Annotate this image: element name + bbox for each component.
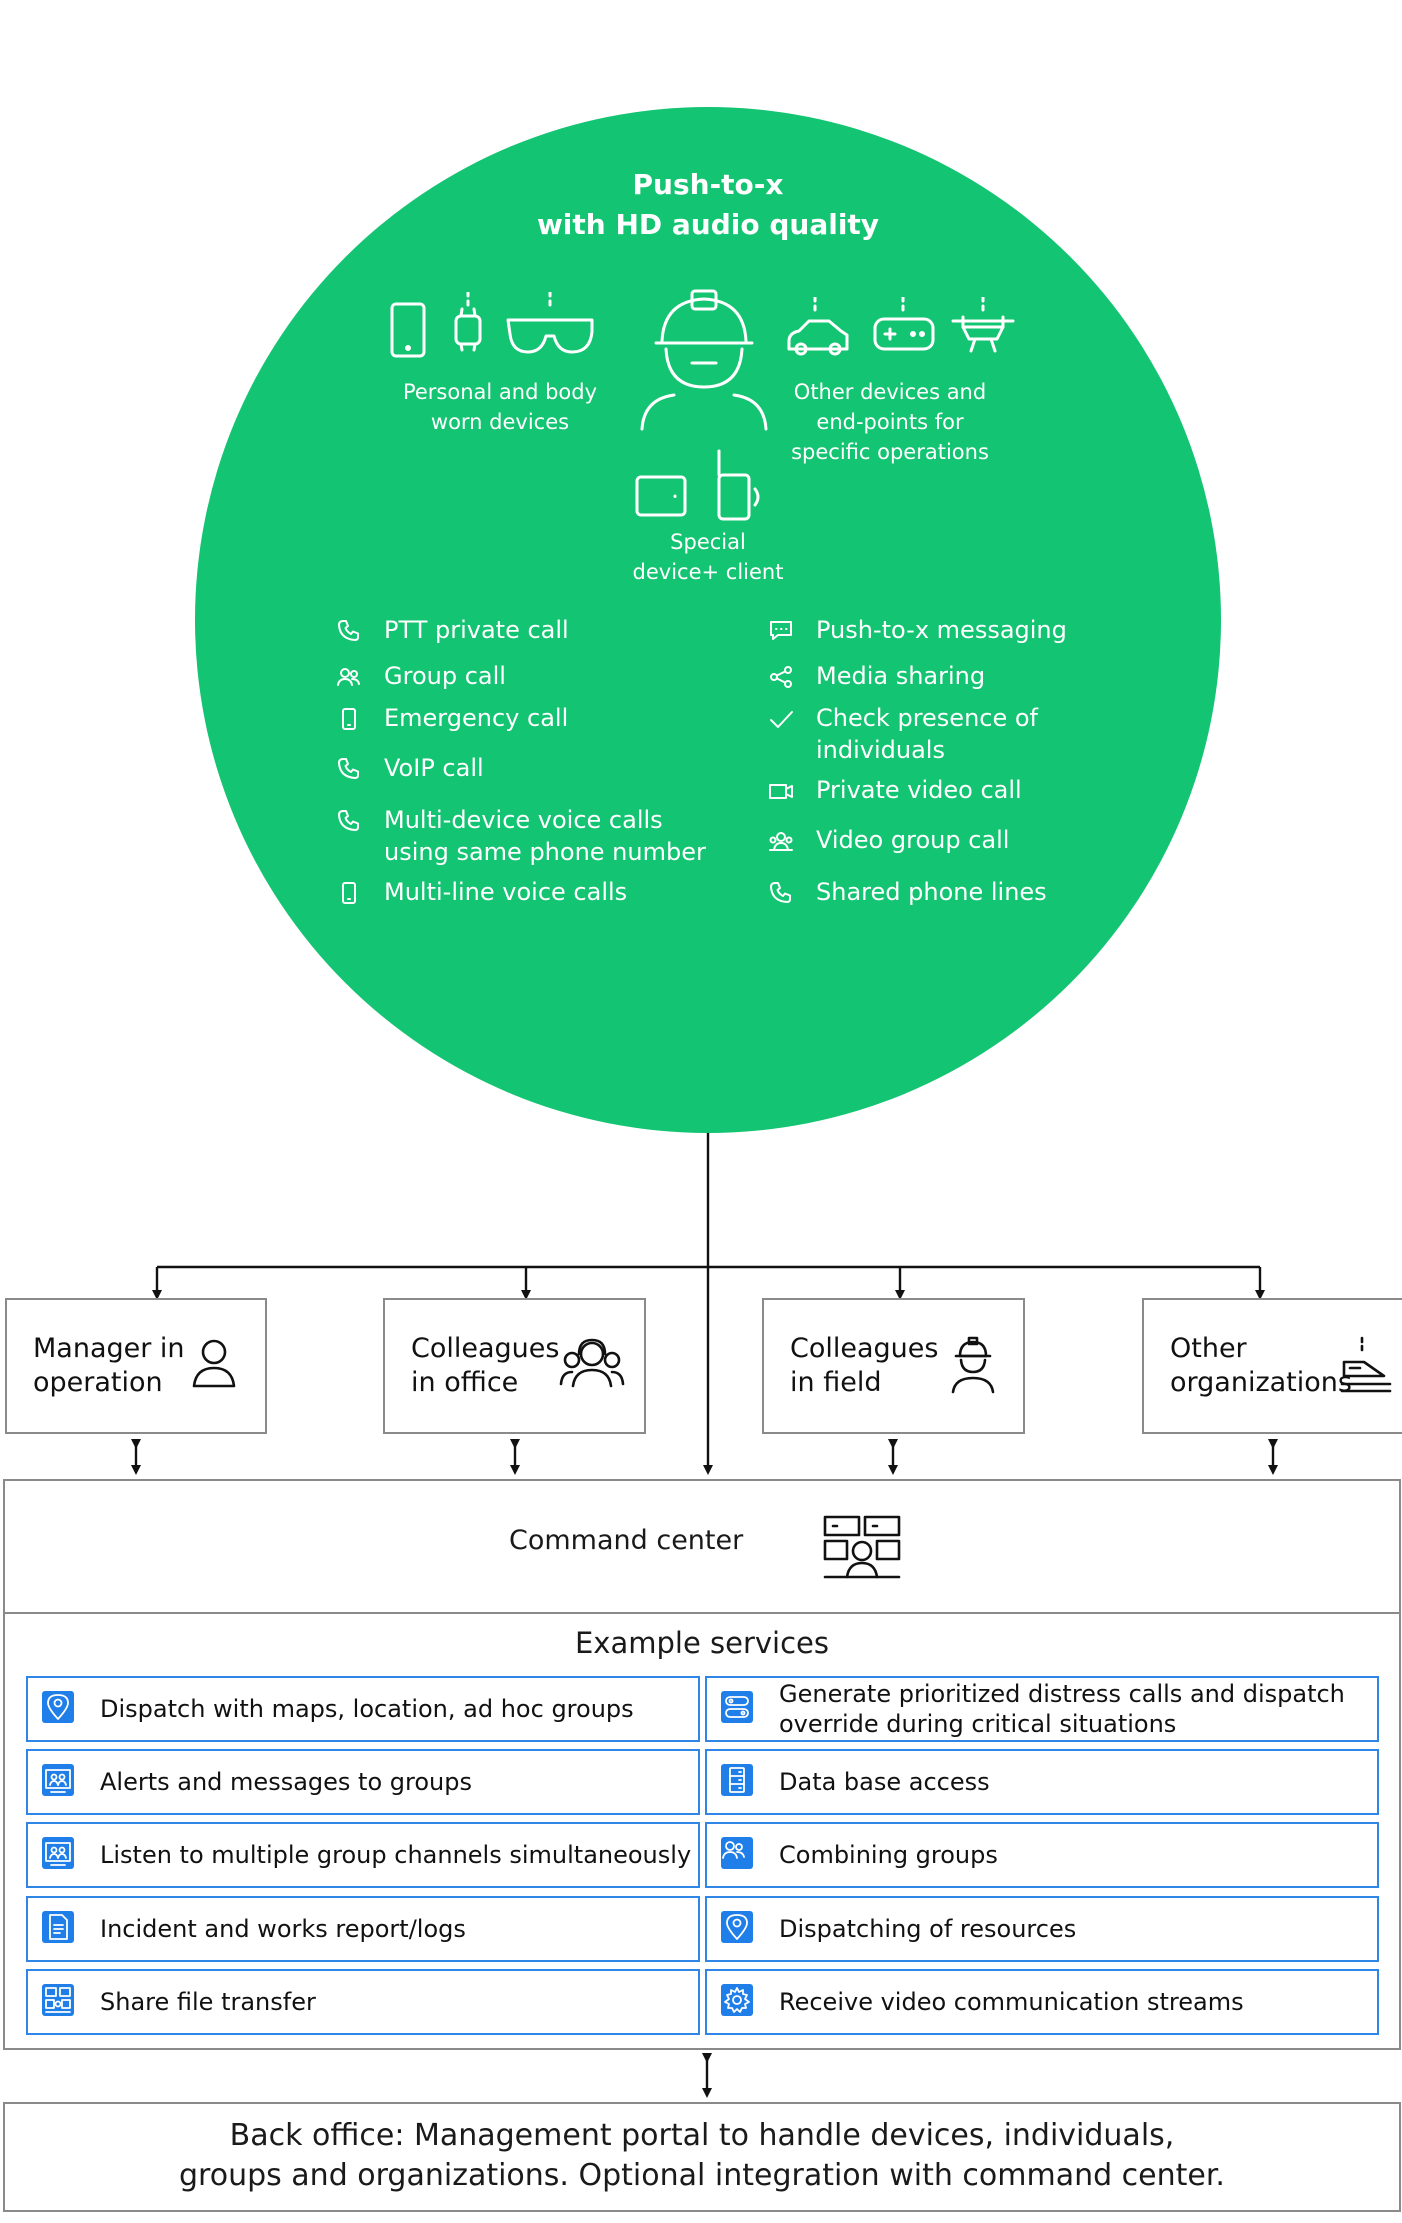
service-label: Generate prioritized distress calls and … (779, 1680, 1345, 1738)
tablet-icon (635, 475, 687, 517)
feature-label: Private video call (816, 776, 1022, 804)
service-item: Alerts and messages to groups (26, 1749, 700, 1815)
feature-label: Video group call (816, 826, 1010, 854)
group-screen-icon (42, 1764, 74, 1796)
service-label: Share file transfer (100, 1988, 316, 2016)
drone-icon (951, 295, 1015, 353)
other-organizations-box: Other organizations (1142, 1298, 1402, 1434)
personal-devices-label: Personal and body worn devices (402, 380, 598, 434)
service-item: Dispatching of resources (705, 1896, 1379, 1962)
database-icon (721, 1764, 753, 1796)
phone-icon (336, 618, 362, 644)
special-device-label: Special device+ client (632, 530, 784, 584)
command-center-icon (823, 1515, 901, 1586)
personal-devices-icons (390, 290, 600, 367)
mobile-icon (336, 880, 362, 906)
service-label: Dispatching of resources (779, 1915, 1077, 1943)
person-icon (189, 1336, 239, 1397)
feature-label: Media sharing (816, 662, 986, 690)
mobile-icon (336, 706, 362, 732)
feature-label: Emergency call (384, 704, 569, 732)
service-item: Dispatch with maps, location, ad hoc gro… (26, 1676, 700, 1742)
smartphone-icon (390, 302, 426, 358)
service-label: Dispatch with maps, location, ad hoc gro… (100, 1695, 634, 1723)
phone-icon (768, 880, 794, 906)
video-icon (768, 778, 794, 804)
phone-icon (336, 808, 362, 834)
share-icon (768, 664, 794, 690)
circle-title: Push-to-x with HD audio quality (536, 168, 880, 241)
gear-icon (721, 1984, 753, 2016)
stakeholder-label: Other organizations (1170, 1333, 1352, 1398)
hardhat-person-icon (948, 1336, 998, 1399)
feature-label: Shared phone lines (816, 878, 1047, 906)
service-item: Generate prioritized distress calls and … (705, 1676, 1379, 1742)
worker-hardhat-icon (630, 279, 780, 439)
service-label: Alerts and messages to groups (100, 1768, 472, 1796)
feature-label: Multi-device voice calls using same phon… (384, 806, 706, 866)
service-item: Receive video communication streams (705, 1969, 1379, 2035)
file-transfer-icon (42, 1984, 74, 2016)
other-devices-label: Other devices and end-points for specifi… (791, 380, 989, 464)
example-services-heading: Example services (574, 1626, 830, 1660)
feature-label: PTT private call (384, 616, 569, 644)
service-item: Incident and works report/logs (26, 1896, 700, 1962)
group-icon (336, 664, 362, 690)
stakeholder-label: Colleagues in field (790, 1333, 939, 1398)
service-item: Combining groups (705, 1822, 1379, 1888)
stakeholder-label: Manager in operation (33, 1333, 185, 1398)
service-item: Share file transfer (26, 1969, 700, 2035)
group-icon (721, 1837, 753, 1869)
feature-label: Multi-line voice calls (384, 878, 628, 906)
radio-device-icon (717, 449, 760, 521)
group-screen-icon (42, 1837, 74, 1869)
car-icon (787, 295, 849, 356)
service-item: Listen to multiple group channels simult… (26, 1822, 700, 1888)
command-center-box: Command center (3, 1479, 1401, 1614)
service-label: Data base access (779, 1768, 990, 1796)
service-label: Incident and works report/logs (100, 1915, 466, 1943)
feature-label: Push-to-x messaging (816, 616, 1067, 644)
service-item: Data base access (705, 1749, 1379, 1815)
special-devices-icons (635, 447, 785, 532)
smart-glasses-icon (506, 290, 594, 354)
back-office-box: Back office: Management portal to handle… (3, 2102, 1401, 2212)
phone-icon (336, 756, 362, 782)
other-devices-icons (785, 295, 1020, 372)
location-pin-icon (721, 1911, 753, 1943)
controller-icon (873, 295, 935, 351)
chat-icon (768, 618, 794, 644)
colleagues-in-field-box: Colleagues in field (762, 1298, 1025, 1434)
colleagues-in-office-box: Colleagues in office (383, 1298, 646, 1434)
check-icon (768, 706, 794, 732)
feature-label: VoIP call (384, 754, 484, 782)
command-center-label: Command center (509, 1525, 744, 1556)
location-pin-icon (42, 1691, 74, 1723)
ship-icon (1340, 1336, 1392, 1399)
service-label: Listen to multiple group channels simult… (100, 1841, 692, 1869)
service-label: Combining groups (779, 1841, 998, 1869)
video-group-icon (768, 828, 794, 854)
routing-icon (721, 1691, 753, 1723)
manager-in-operation-box: Manager in operation (5, 1298, 267, 1434)
feature-label: Check presence of individuals (816, 704, 1038, 764)
smartwatch-icon (454, 290, 482, 352)
service-label: Receive video communication streams (779, 1988, 1244, 2016)
push-to-x-circle: Push-to-x with HD audio quality Personal… (195, 107, 1221, 1133)
feature-label: Group call (384, 662, 506, 690)
document-icon (42, 1911, 74, 1943)
back-office-label: Back office: Management portal to handle… (179, 2118, 1225, 2193)
group-headset-icon (559, 1336, 625, 1397)
stakeholder-label: Colleagues in office (411, 1333, 560, 1398)
